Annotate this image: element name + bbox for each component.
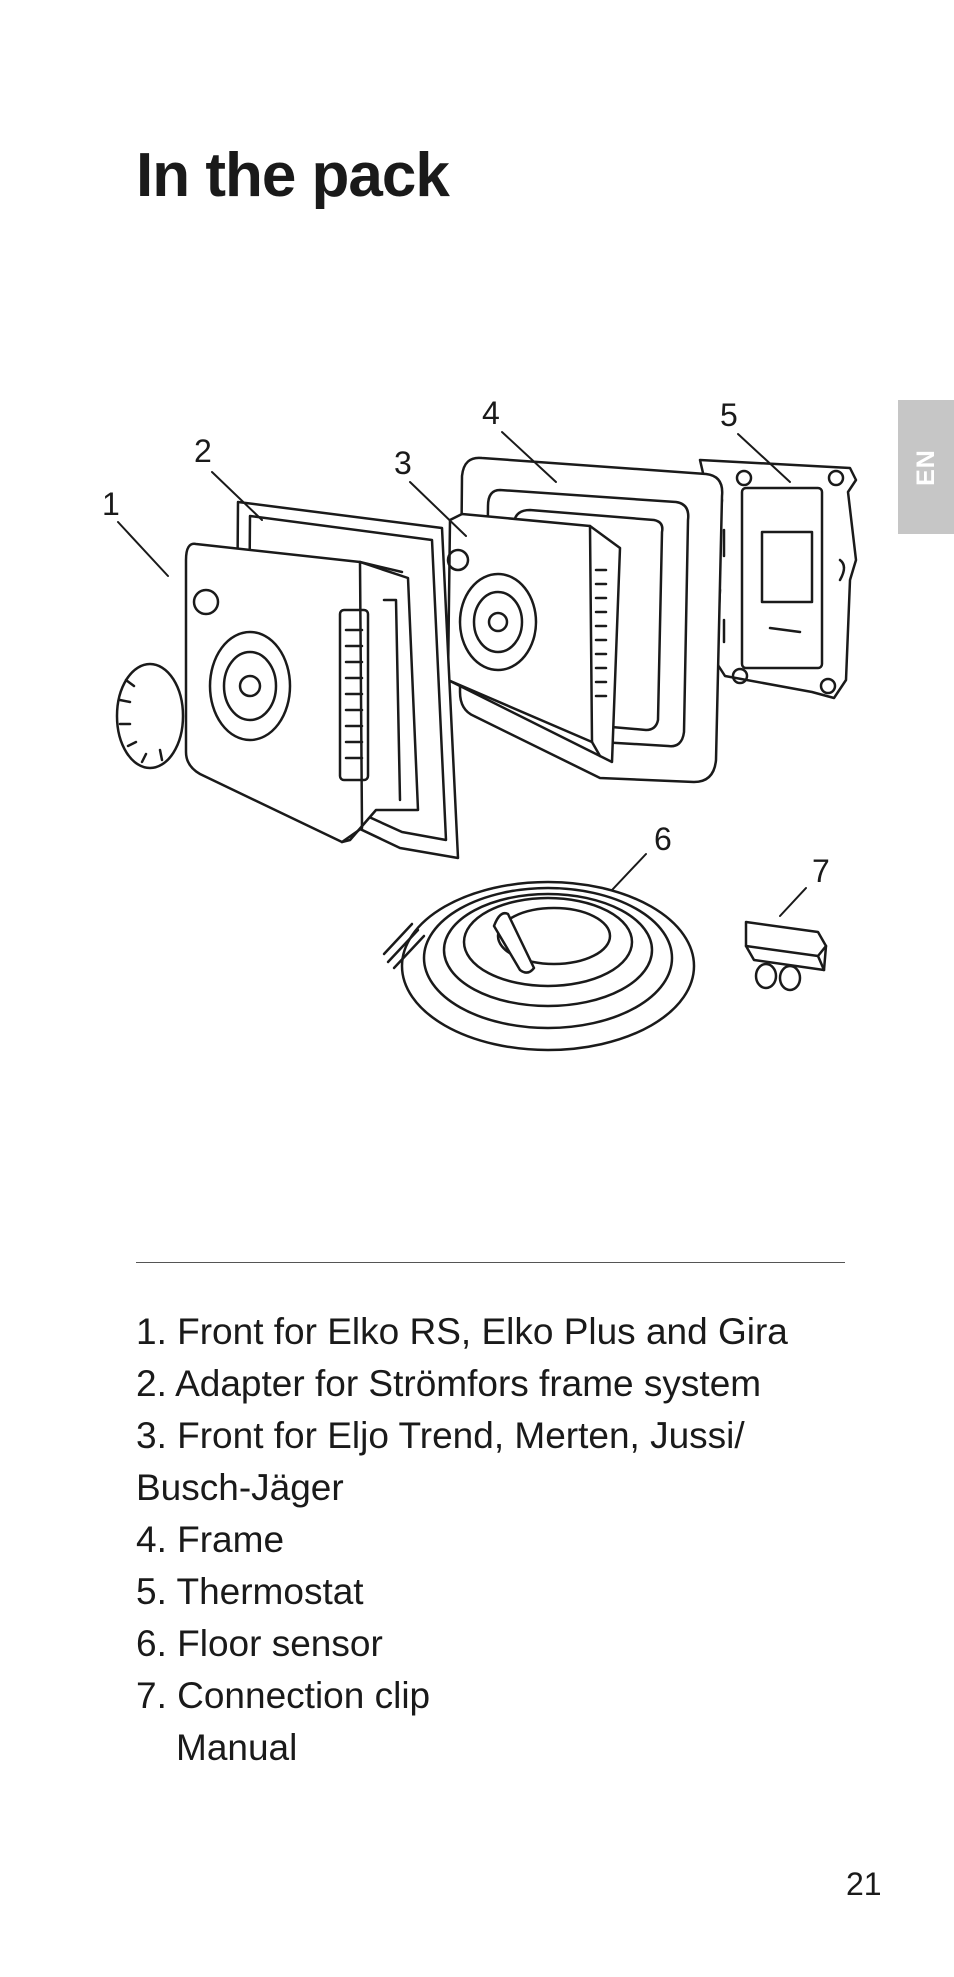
section-divider — [136, 1262, 845, 1263]
callout-1: 1 — [102, 486, 120, 522]
knob-drawing — [115, 662, 185, 770]
callout-3: 3 — [394, 445, 412, 481]
list-item: 3. Front for Eljo Trend, Merten, Jussi/ — [136, 1415, 745, 1456]
callout-leader-lines — [117, 431, 807, 917]
callout-4: 4 — [482, 395, 500, 431]
front-eljo-drawing — [446, 512, 622, 764]
language-tab: EN — [898, 400, 954, 534]
list-item: 1. Front for Elko RS, Elko Plus and Gira — [136, 1311, 788, 1352]
page-number: 21 — [846, 1866, 882, 1902]
list-item: 2. Adapter for Strömfors frame system — [136, 1363, 762, 1404]
list-item: 7. Connection clip — [136, 1675, 431, 1716]
callout-2: 2 — [194, 433, 212, 469]
callout-7: 7 — [812, 853, 830, 889]
list-item: 5. Thermostat — [136, 1571, 364, 1612]
list-item: 6. Floor sensor — [136, 1623, 383, 1664]
callout-6: 6 — [654, 821, 672, 857]
parts-list: 1. Front for Elko RS, Elko Plus and Gira… — [136, 1306, 896, 1774]
list-item: Manual — [176, 1727, 298, 1768]
thermostat-drawing — [698, 458, 858, 700]
list-item: Busch-Jäger — [136, 1467, 344, 1508]
connection-clip-drawing — [744, 920, 828, 992]
exploded-product-illustration: 1 2 3 4 5 6 7 — [102, 395, 858, 1052]
callout-5: 5 — [720, 397, 738, 433]
list-item: 4. Frame — [136, 1519, 285, 1560]
front-elko-drawing — [184, 542, 420, 844]
page-title: In the pack — [136, 141, 450, 210]
floor-sensor-drawing — [382, 880, 696, 1052]
